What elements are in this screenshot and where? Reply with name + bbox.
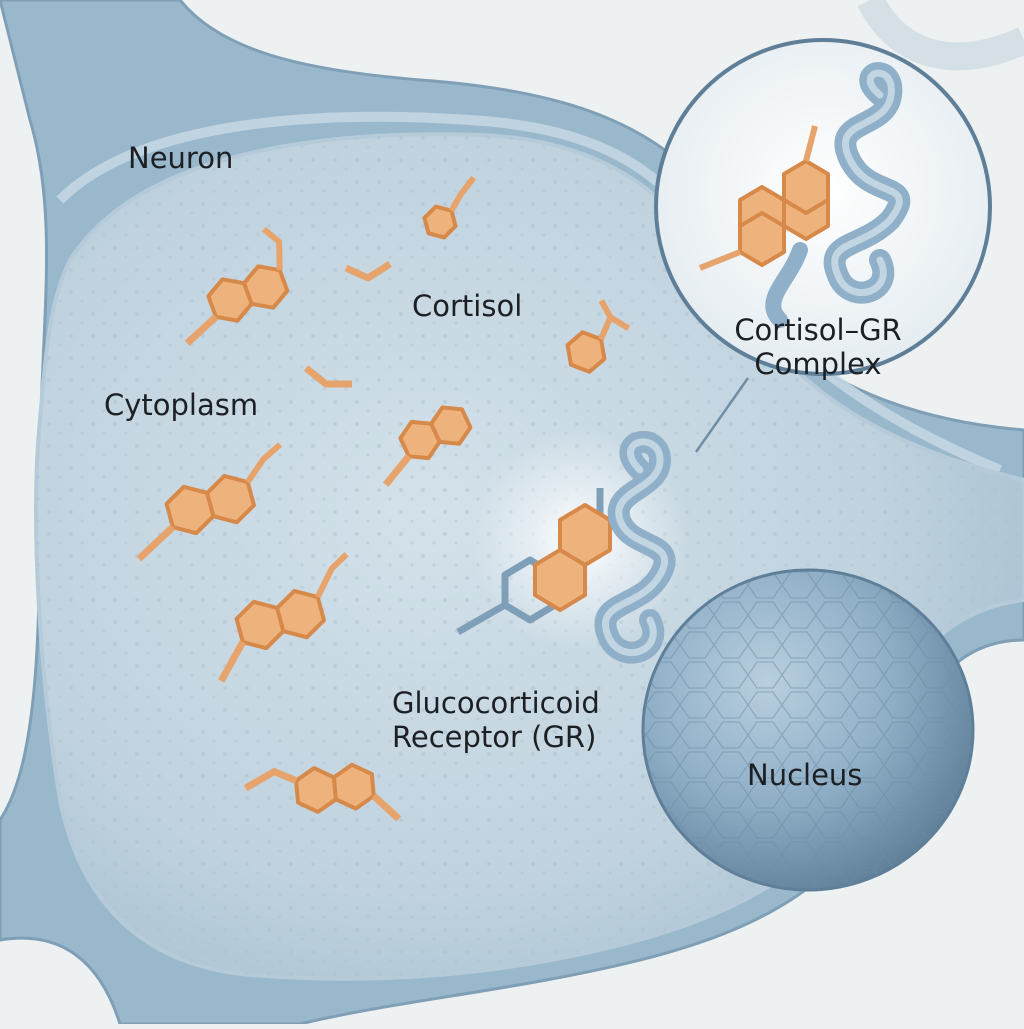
cortisol-molecule-icon bbox=[533, 503, 612, 612]
complex-label-line2: Complex bbox=[754, 347, 882, 382]
cortisol-molecule-icon bbox=[382, 405, 473, 487]
background-dendrite bbox=[857, 0, 1024, 71]
cortisol-molecule-icon bbox=[218, 552, 349, 683]
cortisol-molecule-icon bbox=[243, 762, 402, 822]
glucocorticoid-receptor bbox=[456, 430, 690, 664]
receptor-label-line2: Receptor (GR) bbox=[392, 720, 597, 755]
cortisol-molecule-icon bbox=[698, 125, 830, 271]
cortisol-fragment bbox=[344, 261, 392, 282]
complex-label: Cortisol–GR Complex bbox=[716, 313, 920, 381]
cortisol-molecule-icon bbox=[565, 299, 631, 374]
cortisol-molecule-icon bbox=[184, 226, 290, 346]
receptor-label-line1: Glucocorticoid bbox=[392, 686, 600, 720]
cytoplasm-label: Cytoplasm bbox=[104, 388, 259, 422]
cortisol-label: Cortisol bbox=[412, 289, 523, 323]
neuron-label: Neuron bbox=[128, 141, 234, 175]
cortisol-molecule-icon bbox=[422, 175, 477, 240]
nucleus-icon bbox=[641, 568, 975, 892]
callout-line bbox=[694, 377, 750, 453]
cortisol-fragment bbox=[303, 365, 352, 388]
complex-label-line1: Cortisol–GR bbox=[734, 313, 902, 347]
receptor-label: Glucocorticoid Receptor (GR) bbox=[392, 686, 600, 754]
complex-inset bbox=[654, 38, 992, 376]
nucleus-label: Nucleus bbox=[747, 758, 863, 792]
cortisol-molecule-icon bbox=[136, 442, 283, 562]
